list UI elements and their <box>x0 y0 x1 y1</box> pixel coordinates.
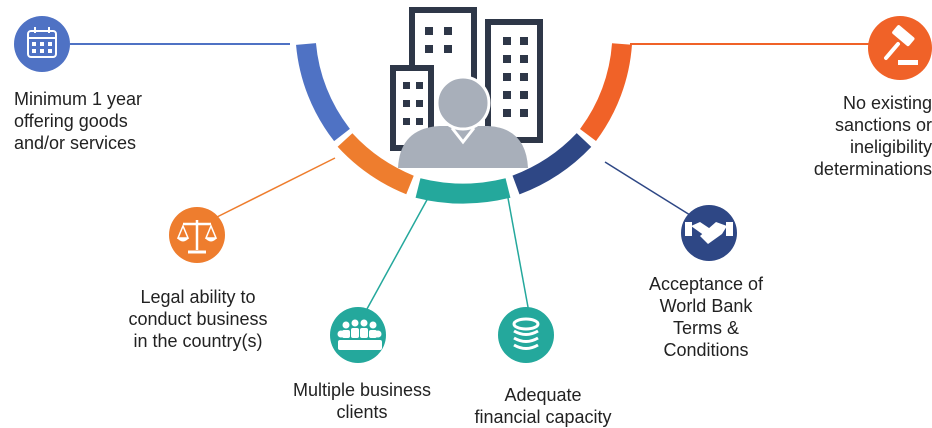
handshake-icon <box>681 205 737 261</box>
label-line: Adequate <box>504 385 582 405</box>
arc-segment-blue <box>296 42 350 142</box>
label-line: determinations <box>813 159 932 179</box>
label-line: World Bank <box>659 296 753 316</box>
label-no-sanctions: No existing sanctions or ineligibility d… <box>796 92 932 180</box>
label-line: conduct business <box>128 309 268 329</box>
label-multiple-clients: Multiple business clients <box>282 379 442 423</box>
label-line: sanctions or <box>834 115 932 135</box>
label-line: Acceptance of <box>648 274 764 294</box>
label-line: Minimum 1 year <box>14 89 143 109</box>
connector-acceptance-terms <box>604 161 691 216</box>
scales-icon <box>169 207 225 263</box>
label-line: No existing <box>842 93 932 113</box>
label-line: Terms & <box>672 318 739 338</box>
label-line: ineligibility <box>849 137 932 157</box>
coins-icon <box>498 307 554 363</box>
label-financial-capacity: Adequate financial capacity <box>458 384 628 428</box>
label-line: Multiple business <box>292 380 432 400</box>
label-line: and/or services <box>14 133 137 153</box>
person-icon <box>398 75 528 168</box>
arc-segment-teal <box>415 178 511 204</box>
gavel-icon <box>868 16 932 80</box>
label-line: offering goods <box>14 111 128 131</box>
arc-segment-red-orange <box>579 43 632 141</box>
label-acceptance-terms: Acceptance of World Bank Terms & Conditi… <box>636 273 776 361</box>
arc-segment-orange <box>337 133 414 195</box>
connector-legal-ability <box>214 157 336 219</box>
label-line: financial capacity <box>474 407 612 427</box>
label-minimum-year: Minimum 1 year offering goods and/or ser… <box>14 88 142 154</box>
people-group-icon <box>330 307 386 363</box>
label-line: in the country(s) <box>133 331 263 351</box>
label-line: Legal ability to <box>140 287 256 307</box>
connector-multiple-clients <box>361 197 429 319</box>
arc-segment-navy <box>512 132 592 195</box>
label-line: Conditions <box>663 340 749 360</box>
label-legal-ability: Legal ability to conduct business in the… <box>118 286 278 352</box>
connector-financial-capacity <box>507 197 531 319</box>
calendar-icon <box>14 16 70 72</box>
label-line: clients <box>336 402 388 422</box>
